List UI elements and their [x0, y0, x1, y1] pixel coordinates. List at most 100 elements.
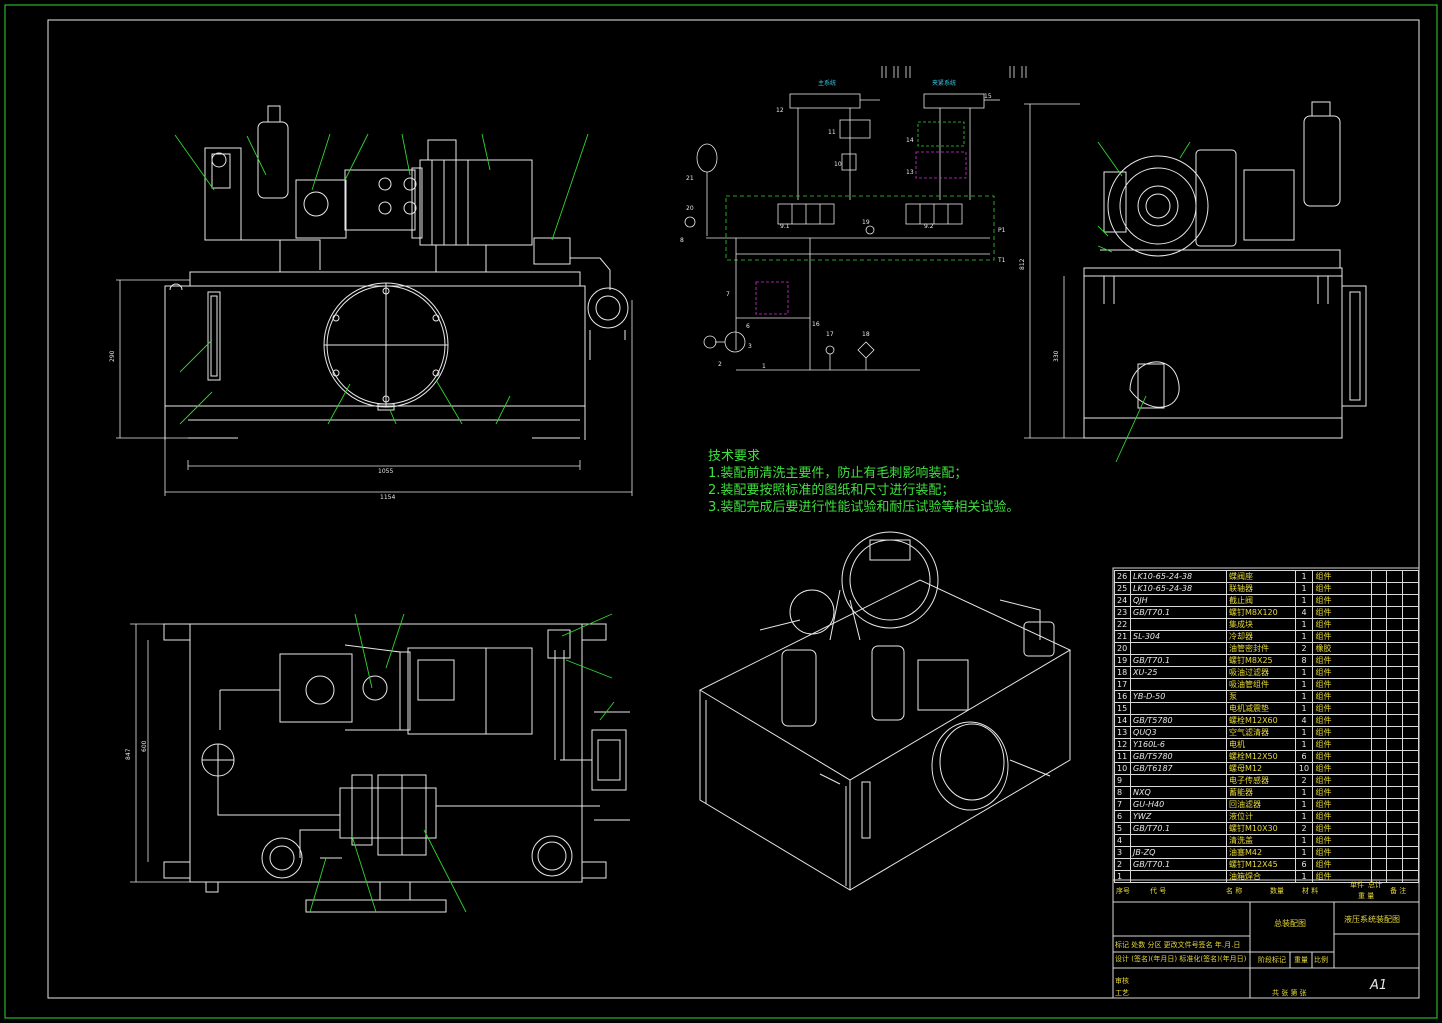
bom-cell-no: 22 [1113, 618, 1132, 631]
title-design-row: 设计 (签名)(年月日) 标准化(签名)(年月日) [1115, 955, 1247, 963]
bom-cell-name: 泵 [1226, 690, 1296, 703]
bom-cell-empty [1402, 594, 1419, 607]
bom-cell-no: 7 [1113, 798, 1132, 811]
side-leaders [1097, 141, 1191, 463]
bom-cell-empty [1386, 642, 1404, 655]
bom-cell-empty [1402, 834, 1419, 847]
bom-cell-no: 18 [1113, 666, 1132, 679]
bom-cell-qty: 1 [1294, 666, 1314, 679]
bom-cell-no: 21 [1113, 630, 1132, 643]
bom-cell-qty: 2 [1294, 642, 1314, 655]
bom-cell-empty [1402, 846, 1419, 859]
bom-cell-mat: 组件 [1312, 606, 1372, 619]
top-view [163, 623, 630, 913]
bom-cell-empty [1386, 582, 1404, 595]
bom-cell-empty [1386, 606, 1404, 619]
bom-cell-empty [1386, 846, 1404, 859]
bom-cell-name: 螺栓M12X50 [1226, 750, 1296, 763]
bom-cell-qty: 10 [1294, 762, 1314, 775]
svg-text:18: 18 [862, 331, 870, 338]
bom-cell-qty: 1 [1294, 582, 1314, 595]
bom-header-weight: 重 量 [1358, 892, 1375, 900]
bom-cell-name: 油管密封件 [1226, 642, 1296, 655]
bom-cell-no: 15 [1113, 702, 1132, 715]
bom-cell-code: GB/T70.1 [1130, 606, 1227, 619]
bom-cell-name: 油箱焊合 [1226, 870, 1296, 883]
bom-cell-empty [1370, 774, 1388, 787]
bom-cell-mat: 组件 [1312, 678, 1372, 691]
bom-cell-qty: 4 [1294, 714, 1314, 727]
bom-cell-code: GB/T5780 [1130, 750, 1227, 763]
bom-cell-no: 20 [1113, 642, 1132, 655]
bom-cell-code: LK10-65-24-38 [1130, 570, 1227, 583]
bom-cell-name: 空气滤清器 [1226, 726, 1296, 739]
bom-header-mat: 材 料 [1302, 887, 1319, 895]
title-review: 审核 [1115, 977, 1129, 985]
front-leaders [174, 133, 589, 425]
bom-cell-mat: 橡胶 [1312, 642, 1372, 655]
bom-cell-empty [1370, 750, 1388, 763]
top-dimensions [130, 623, 190, 883]
bom-cell-empty [1370, 702, 1388, 715]
dim-front-len: 1055 [378, 468, 393, 475]
title-process: 工艺 [1115, 989, 1129, 997]
bom-cell-empty [1370, 618, 1388, 631]
bom-cell-qty: 1 [1294, 870, 1314, 883]
bom-cell-code: GB/T70.1 [1130, 858, 1227, 871]
bom-cell-empty [1402, 618, 1419, 631]
bom-cell-mat: 组件 [1312, 594, 1372, 607]
bom-cell-name: 电子传感器 [1226, 774, 1296, 787]
bom-cell-empty [1386, 702, 1404, 715]
bom-cell-no: 3 [1113, 846, 1132, 859]
svg-text:20: 20 [686, 205, 694, 212]
bom-cell-name: 螺钉M12X45 [1226, 858, 1296, 871]
bom-cell-no: 10 [1113, 762, 1132, 775]
bom-cell-empty [1386, 858, 1404, 871]
bom-header-single: 单件 [1350, 881, 1364, 889]
bom-cell-qty: 1 [1294, 786, 1314, 799]
bom-cell-empty [1370, 582, 1388, 595]
title-sheets: 共 张 第 张 [1272, 989, 1307, 997]
bom-cell-qty: 1 [1294, 726, 1314, 739]
bom-cell-qty: 1 [1294, 594, 1314, 607]
bom-cell-mat: 组件 [1312, 570, 1372, 583]
bom-cell-empty [1370, 678, 1388, 691]
bom-cell-empty [1402, 822, 1419, 835]
bom-cell-code [1130, 678, 1227, 691]
tech-req-item-1: 1.装配前清洗主要件，防止有毛刺影响装配； [708, 466, 968, 481]
bom-cell-code: QUQ3 [1130, 726, 1227, 739]
bom-cell-empty [1402, 702, 1419, 715]
bom-cell-qty: 1 [1294, 690, 1314, 703]
svg-text:16: 16 [812, 321, 820, 328]
bom-cell-name: 回油滤器 [1226, 798, 1296, 811]
dim-top-depth2: 600 [141, 740, 148, 752]
bom-cell-qty: 1 [1294, 570, 1314, 583]
bom-cell-code [1130, 774, 1227, 787]
bom-cell-empty [1402, 654, 1419, 667]
bom-cell-name: 集成块 [1226, 618, 1296, 631]
bom-header-name: 名 称 [1226, 887, 1243, 895]
bom-cell-empty [1402, 870, 1419, 883]
bom-cell-empty [1402, 678, 1419, 691]
bom-cell-empty [1402, 810, 1419, 823]
bom-cell-mat: 组件 [1312, 750, 1372, 763]
bom-cell-empty [1402, 690, 1419, 703]
bom-cell-no: 24 [1113, 594, 1132, 607]
bom-cell-name: 蓄能器 [1226, 786, 1296, 799]
bom-cell-code: YWZ [1130, 810, 1227, 823]
bom-cell-qty: 2 [1294, 822, 1314, 835]
bom-cell-name: 吸油管组件 [1226, 678, 1296, 691]
circuit-clamp-label: 夹紧系统 [932, 79, 956, 87]
svg-text:13: 13 [906, 169, 914, 176]
